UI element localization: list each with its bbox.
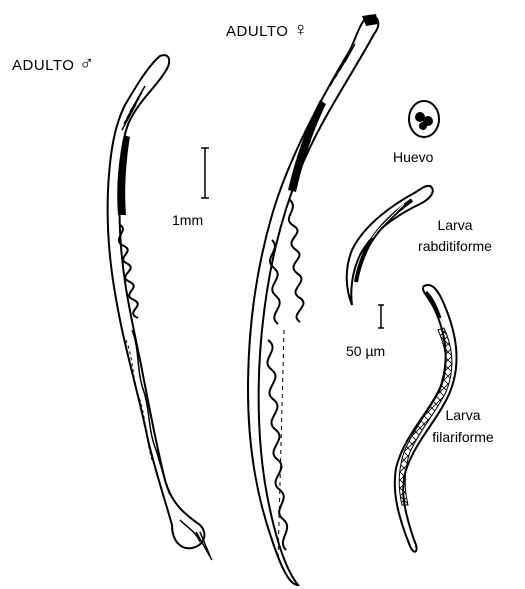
adult-female-text: ADULTO — [226, 23, 288, 40]
egg-illustration — [409, 101, 439, 137]
adult-male-label: ADULTO ♂ — [12, 54, 95, 74]
scale-bar-adult — [201, 148, 209, 198]
rhabditiform-label: Larva rabditiforme — [402, 218, 508, 253]
rhabditiform-label-line1: Larva — [402, 218, 508, 232]
adult-female-label: ADULTO ♀ — [226, 20, 309, 40]
adult-male-text: ADULTO — [12, 57, 74, 74]
egg-label: Huevo — [393, 150, 433, 164]
scale-adult-label: 1mm — [172, 213, 203, 227]
scale-larva-label: 50 µm — [346, 344, 385, 358]
adult-female-worm — [248, 14, 378, 585]
filariform-label: Larva filariforme — [418, 408, 508, 444]
scale-bar-larva — [378, 305, 384, 328]
filariform-label-line2: filariforme — [418, 430, 508, 444]
male-symbol: ♂ — [79, 53, 95, 75]
adult-male-worm — [108, 55, 212, 560]
female-symbol: ♀ — [293, 19, 309, 41]
filariform-label-line1: Larva — [418, 408, 508, 422]
rhabditiform-label-line2: rabditiforme — [402, 239, 508, 253]
